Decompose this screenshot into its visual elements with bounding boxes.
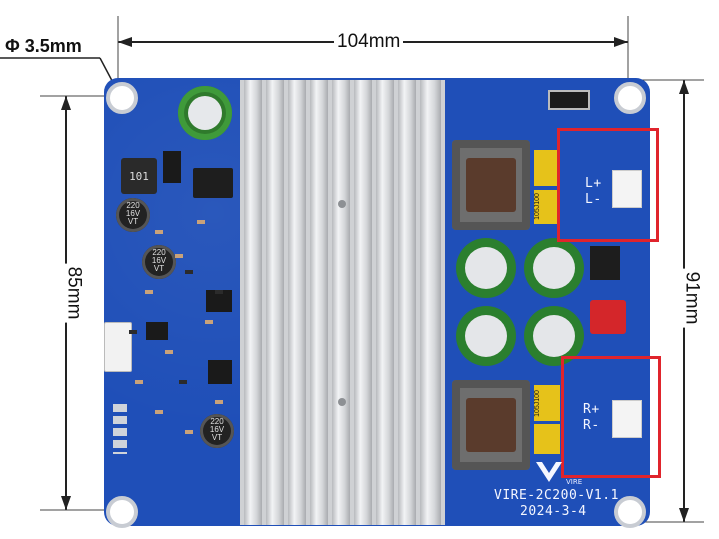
cap2-line1: 220 [152, 248, 166, 257]
smd-components [129, 220, 223, 434]
cap1-line3: VT [127, 217, 139, 226]
speaker-connector-right [612, 400, 642, 438]
black-component [590, 246, 620, 280]
cap3-line3: VT [211, 433, 223, 442]
electrolytic-capacitor-a [456, 238, 516, 298]
power-inductor-bottom [452, 380, 530, 470]
film-cap-label-top: 105J100 [533, 193, 541, 220]
film-capacitor-3: 105J100 [534, 385, 560, 421]
board-date-label: 2024-3-4 [520, 504, 587, 519]
small-capacitor-2: 220 16V VT [142, 245, 176, 279]
speaker-connector-left [612, 170, 642, 208]
film-capacitor-4 [534, 424, 560, 454]
right-minus-mark: R- [583, 418, 600, 433]
cap2-line2: 16V [151, 256, 167, 265]
highlight-box-left-channel [557, 128, 659, 242]
regulator-black [163, 151, 181, 183]
small-capacitor-3: 220 16V VT [200, 414, 234, 448]
film-capacitor-2: 105J100 [534, 190, 560, 224]
height-right-dimension-label: 91mm [680, 268, 703, 328]
width-dimension-label: 104mm [334, 31, 404, 53]
mounting-hole-top-left [106, 82, 138, 114]
film-cap-label-bottom: 105J100 [533, 390, 541, 417]
board-model-label: VIRE-2C200-V1.1 [494, 488, 619, 503]
left-minus-mark: L- [585, 192, 602, 207]
cap1-line2: 16V [125, 209, 141, 218]
heatsink [240, 80, 445, 525]
chip-ic-3 [208, 360, 232, 384]
mounting-hole-top-right [614, 82, 646, 114]
cap3-line2: 16V [209, 425, 225, 434]
cap3-line1: 220 [210, 417, 224, 426]
fuse-component [548, 90, 590, 110]
cap1-line1: 220 [126, 201, 140, 210]
mounting-hole-bottom-left [106, 496, 138, 528]
highlight-box-right-channel [561, 356, 661, 478]
brand-mark-text: VIRE [566, 478, 583, 486]
mounting-hole-bottom-right [614, 496, 646, 528]
chip-ic-1 [206, 290, 232, 312]
inductor: 101 [121, 158, 157, 194]
header-pads [113, 404, 127, 454]
brand-logo [534, 460, 564, 486]
chip-ic-2 [146, 322, 168, 340]
right-plus-mark: R+ [583, 402, 600, 417]
electrolytic-capacitor-c [456, 306, 516, 366]
chip-mosfet [193, 168, 233, 198]
small-capacitor-1: 220 16V VT [116, 198, 150, 232]
power-connector [590, 300, 626, 334]
cap2-line3: VT [153, 264, 165, 273]
inductor-label: 101 [129, 169, 149, 183]
power-inductor-top [452, 140, 530, 230]
electrolytic-capacitor-b [524, 238, 584, 298]
height-left-dimension-label: 85mm [62, 263, 85, 323]
electrolytic-capacitor-large [178, 86, 232, 140]
film-capacitor-1 [534, 150, 560, 186]
left-plus-mark: L+ [585, 176, 602, 191]
hole-diameter-label: Φ 3.5mm [2, 36, 85, 57]
input-connector [104, 322, 132, 372]
